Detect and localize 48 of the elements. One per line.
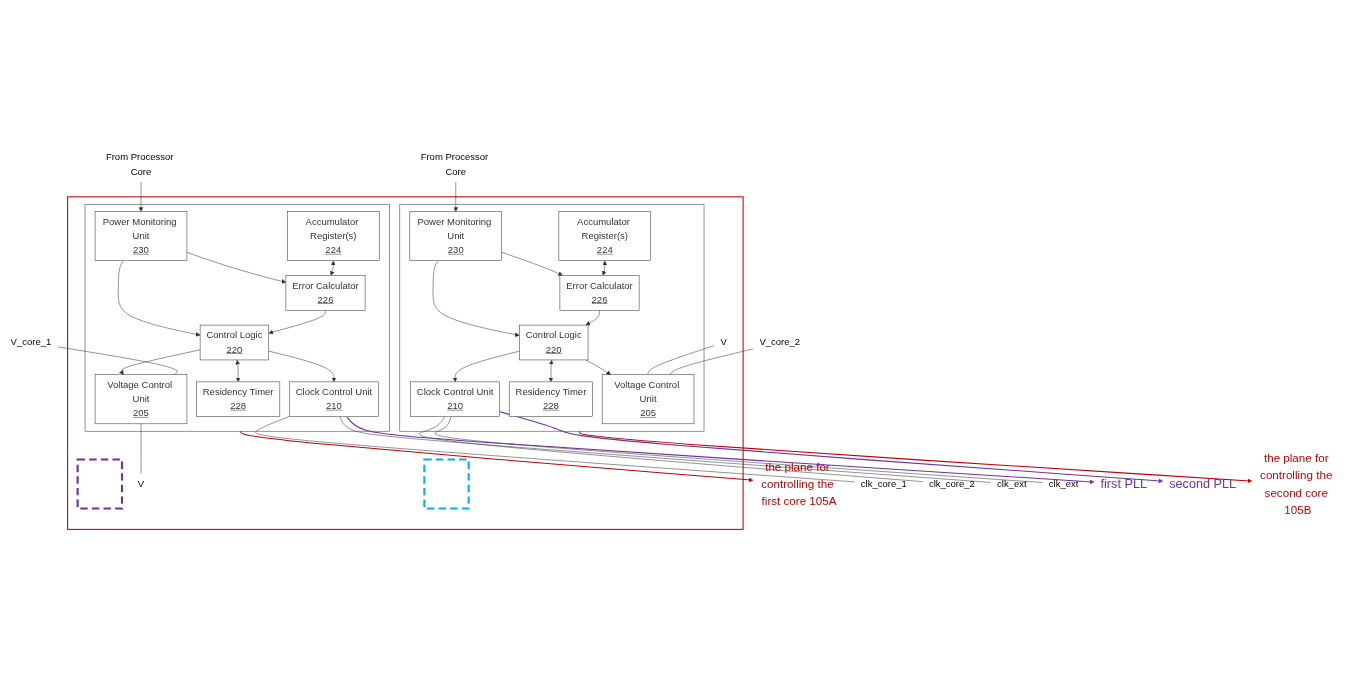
cluster (67, 196, 744, 531)
node-box: Accumulator Register(s) 224 (558, 211, 651, 262)
cluster (84, 204, 390, 432)
arrow (601, 260, 608, 276)
arrow (499, 411, 1164, 484)
node-box: Clock Control Unit 210 (410, 381, 500, 418)
node-text: V_core_2 (759, 337, 801, 348)
arrow (235, 360, 241, 383)
node-text: V (720, 337, 727, 348)
node-box: Power Monitoring Unit 230 (409, 211, 502, 262)
node-box: Voltage Control Unit 205 (94, 374, 188, 425)
node-box: Error Calculator 226 (559, 275, 640, 311)
arrow (579, 430, 1253, 484)
node-box: Error Calculator 226 (285, 275, 366, 311)
node-text: clk_ext (1048, 478, 1079, 490)
cluster (399, 204, 705, 432)
node-text: V_core_1 (10, 337, 52, 348)
node-box: Control Logic 220 (199, 325, 270, 361)
node-box (423, 458, 470, 510)
arrow (330, 260, 336, 276)
node-box: Residency Timer 228 (196, 381, 281, 418)
node-box: Accumulator Register(s) 224 (287, 211, 380, 262)
arrow (240, 430, 754, 483)
node-box (76, 458, 124, 510)
node-text: clk_core_2 (928, 478, 975, 490)
node-box: Voltage Control Unit 205 (601, 374, 695, 425)
node-text: first PLL (1100, 476, 1147, 492)
node-text: clk_core_1 (860, 478, 907, 490)
connector (669, 348, 754, 376)
node-text: From Processor Core (105, 152, 174, 177)
connector (419, 416, 923, 483)
connector (339, 416, 991, 483)
connector (647, 345, 715, 376)
connector (434, 416, 1043, 483)
node-text: V (137, 478, 145, 490)
node-box: Residency Timer 228 (508, 381, 593, 418)
node-text: the plane for controlling the second core 105B (1260, 451, 1333, 517)
node-text: the plane for controlling the first core 105A (761, 460, 837, 509)
node-box: Control Logic 220 (519, 325, 589, 361)
arrow (346, 416, 1095, 485)
node-text: second PLL (1169, 476, 1237, 492)
connector (255, 416, 855, 483)
connector (57, 346, 178, 376)
node-text: clk_ext (997, 478, 1027, 490)
node-box: Clock Control Unit 210 (289, 381, 379, 418)
node-box: Power Monitoring Unit 230 (94, 211, 188, 262)
node-text: From Processor Core (420, 152, 489, 177)
connector (140, 423, 142, 475)
